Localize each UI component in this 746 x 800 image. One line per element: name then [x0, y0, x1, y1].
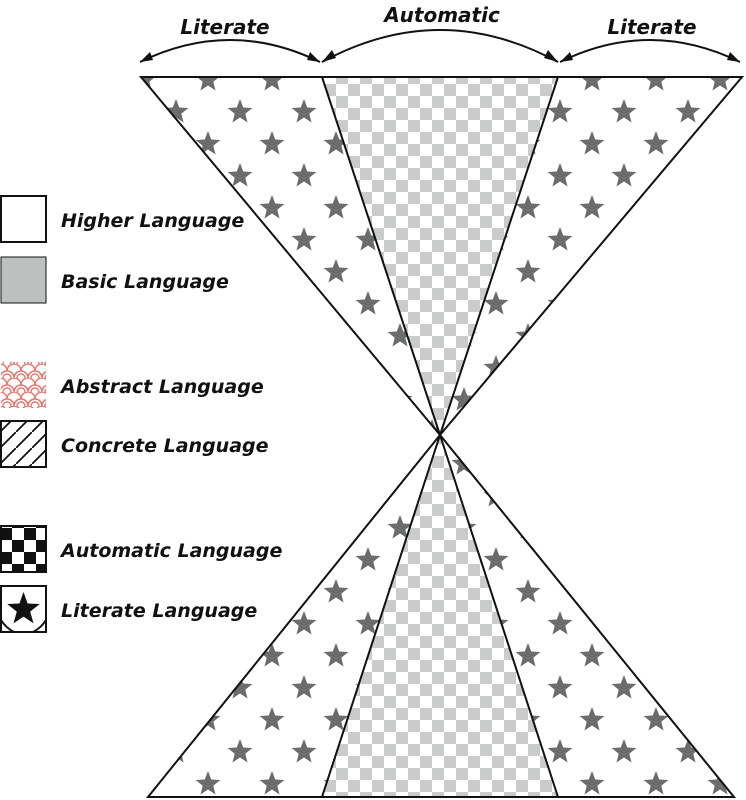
- lower-cone-outline: [145, 433, 737, 798]
- upper-automatic-sector: [322, 77, 558, 435]
- legend-swatch-concrete: [0, 420, 47, 468]
- upper-divider-left: [321, 76, 441, 436]
- legend: Higher Language Basic Language Abstract …: [0, 195, 282, 633]
- lower-cone: [145, 433, 737, 798]
- top-arcs: [139, 29, 741, 63]
- lower-divider-right: [439, 434, 559, 798]
- legend-item-automatic: Automatic Language: [0, 525, 282, 573]
- legend-item-higher: Higher Language: [0, 195, 244, 243]
- legend-label-concrete: Concrete Language: [61, 435, 269, 457]
- legend-label-basic: Basic Language: [61, 271, 229, 293]
- legend-item-abstract: Abstract Language: [1, 362, 264, 408]
- arrowhead-right-start: [560, 52, 573, 62]
- label-left-literate: Literate: [180, 15, 269, 39]
- legend-item-literate: Literate Language: [0, 585, 257, 633]
- legend-corner-marks: [0, 619, 47, 633]
- arrowhead-center-end: [544, 50, 558, 62]
- arrowhead-right-end: [727, 52, 740, 62]
- legend-label-abstract: Abstract Language: [59, 376, 264, 398]
- legend-label-higher: Higher Language: [61, 210, 244, 232]
- upper-divider-right: [439, 76, 559, 436]
- legend-item-concrete: Concrete Language: [0, 420, 269, 468]
- lower-divider-left: [321, 434, 441, 798]
- lower-automatic-sector: [322, 435, 558, 797]
- legend-label-automatic: Automatic Language: [59, 540, 282, 562]
- arc-automatic: [321, 29, 559, 63]
- arc-left-literate: [139, 39, 321, 63]
- arrowhead-left-start: [140, 52, 153, 62]
- legend-label-literate: Literate Language: [61, 600, 257, 622]
- legend-swatch-basic: [0, 256, 47, 304]
- legend-item-basic: Basic Language: [0, 256, 229, 304]
- legend-swatch-higher: [0, 195, 47, 243]
- arrowhead-left-end: [307, 52, 320, 62]
- arrowhead-center-start: [322, 50, 336, 62]
- label-right-literate: Literate: [607, 15, 696, 39]
- legend-swatch-abstract: [1, 362, 46, 408]
- arc-right-literate: [559, 39, 741, 63]
- label-automatic: Automatic: [382, 3, 500, 27]
- arc-arrowheads: [140, 50, 740, 62]
- legend-star-icon: [7, 592, 40, 624]
- upper-cone-outline: [138, 76, 745, 437]
- legend-swatch-automatic: [0, 525, 47, 573]
- upper-cone: [138, 76, 745, 437]
